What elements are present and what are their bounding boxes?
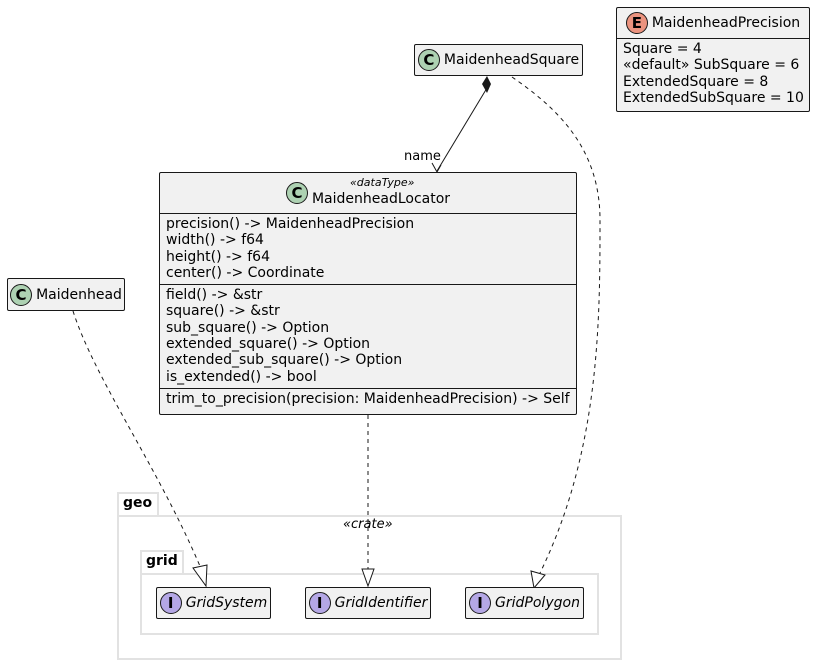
package-geo-stereotype: «crate» bbox=[343, 517, 393, 532]
package-geo bbox=[117, 515, 622, 660]
realization-maidenhead-gridsystem bbox=[72, 310, 203, 572]
realization-arrowhead-grididentifier bbox=[361, 568, 375, 588]
package-grid-tab: grid bbox=[140, 550, 184, 574]
class-stereotype: «dataType» bbox=[350, 176, 415, 189]
realization-square-gridpolygon bbox=[511, 76, 601, 574]
member-group-1: precision() -> MaidenheadPrecision width… bbox=[160, 213, 576, 284]
composition-role-label: name bbox=[404, 149, 441, 164]
class-name: Maidenhead bbox=[36, 286, 122, 303]
class-icon: C bbox=[417, 49, 440, 71]
enum-icon: E bbox=[625, 12, 648, 34]
member: field() -> &str bbox=[166, 287, 263, 304]
interface-name: GridSystem bbox=[185, 595, 268, 611]
member: extended_square() -> Option bbox=[166, 336, 371, 353]
interface-grid-system: I GridSystem bbox=[156, 587, 271, 619]
member: extended_sub_square() -> Option bbox=[166, 352, 403, 369]
enum-value: ExtendedSquare = 8 bbox=[623, 73, 769, 90]
enum-value: ExtendedSubSquare = 10 bbox=[623, 89, 804, 106]
package-grid-name: grid bbox=[146, 553, 178, 569]
enum-values: Square = 4 «default» SubSquare = 6 Exten… bbox=[617, 38, 809, 109]
class-maidenhead: C Maidenhead bbox=[7, 278, 125, 311]
member-group-2: field() -> &str square() -> &str sub_squ… bbox=[160, 284, 576, 388]
class-maidenhead-square: C MaidenheadSquare bbox=[414, 44, 583, 76]
class-icon: C bbox=[10, 283, 33, 306]
class-icon: C bbox=[285, 182, 308, 204]
member: precision() -> MaidenheadPrecision bbox=[166, 216, 415, 232]
member: center() -> Coordinate bbox=[166, 264, 325, 281]
realization-arrowhead-gridpolygon bbox=[530, 570, 546, 590]
member: sub_square() -> Option bbox=[166, 319, 330, 336]
composition-diamond bbox=[482, 76, 491, 93]
composition-edge bbox=[436, 87, 488, 172]
member: is_extended() -> bool bbox=[166, 368, 317, 385]
member: height() -> f64 bbox=[166, 248, 270, 265]
interface-grid-polygon: I GridPolygon bbox=[465, 587, 584, 619]
class-maidenhead-locator: C MaidenheadLocator «dataType» precision… bbox=[159, 172, 577, 415]
member-group-3: trim_to_precision(precision: MaidenheadP… bbox=[160, 387, 576, 410]
enum-value: Square = 4 bbox=[623, 41, 702, 57]
enum-value: «default» SubSquare = 6 bbox=[623, 57, 800, 74]
interface-name: GridIdentifier bbox=[334, 595, 428, 611]
interface-name: GridPolygon bbox=[495, 595, 580, 611]
interface-icon: I bbox=[308, 592, 331, 614]
member: trim_to_precision(precision: MaidenheadP… bbox=[166, 390, 570, 407]
composition-arrowhead bbox=[431, 162, 442, 174]
interface-icon: I bbox=[469, 592, 492, 614]
class-name: MaidenheadSquare bbox=[443, 52, 580, 68]
package-geo-tab: geo bbox=[117, 492, 159, 516]
realization-arrowhead-gridsystem bbox=[192, 564, 208, 588]
interface-grid-identifier: I GridIdentifier bbox=[305, 587, 431, 619]
interface-icon: I bbox=[159, 592, 182, 614]
enum-name: MaidenheadPrecision bbox=[651, 15, 801, 31]
enum-maidenhead-precision: E MaidenheadPrecision Square = 4 «defaul… bbox=[616, 7, 810, 112]
class-name: MaidenheadLocator bbox=[311, 191, 451, 207]
member: width() -> f64 bbox=[166, 232, 264, 249]
member: square() -> &str bbox=[166, 303, 280, 320]
package-geo-name: geo bbox=[123, 495, 153, 511]
